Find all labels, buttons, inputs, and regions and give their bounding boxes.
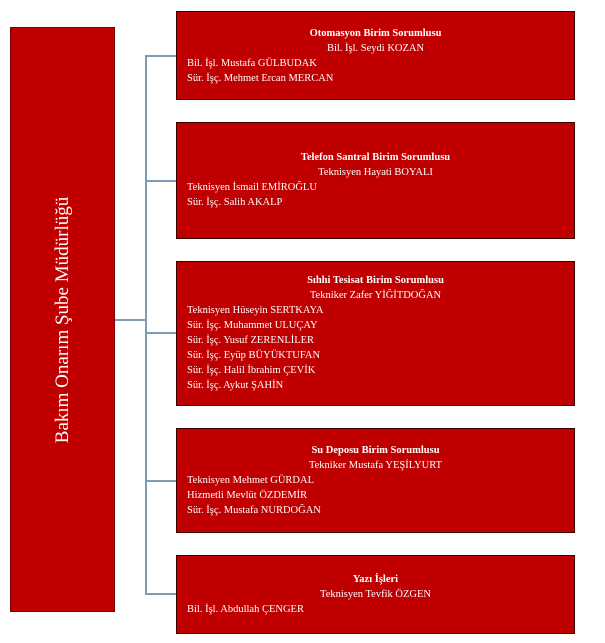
unit-head: Teknisyen Hayati BOYALI bbox=[318, 167, 433, 178]
unit-member: Sür. İşç. Eyüp BÜYÜKTUFAN bbox=[187, 350, 321, 361]
unit-head: Teknisyen Tevfik ÖZGEN bbox=[320, 589, 431, 600]
unit-member: Teknisyen İsmail EMİROĞLU bbox=[187, 182, 317, 193]
unit-title: Telefon Santral Birim Sorumlusu bbox=[300, 152, 451, 163]
unit-member: Sür. İşç. Mustafa NURDOĞAN bbox=[187, 505, 321, 516]
unit-head: Tekniker Mustafa YEŞİLYURT bbox=[308, 460, 443, 471]
unit-title: Yazı İşleri bbox=[352, 574, 399, 585]
unit-title: Sıhhi Tesisat Birim Sorumlusu bbox=[307, 275, 444, 286]
unit-member: Bil. İşl. Abdullah ÇENGER bbox=[187, 604, 304, 615]
connector bbox=[145, 180, 176, 182]
connector bbox=[145, 332, 176, 334]
unit-head: Tekniker Zafer YİĞİTDOĞAN bbox=[309, 290, 442, 301]
root-title: Bakım Onarım Şube Müdürlüğü bbox=[51, 196, 73, 443]
connector bbox=[145, 55, 176, 57]
unit-member: Sür. İşç. Muhammet ULUÇAY bbox=[187, 320, 318, 331]
connector bbox=[145, 480, 176, 482]
connector bbox=[115, 319, 146, 321]
unit-member: Teknisyen Hüseyin SERTKAYA bbox=[187, 305, 324, 316]
root-node: Bakım Onarım Şube Müdürlüğü bbox=[10, 27, 115, 612]
connector bbox=[145, 593, 176, 595]
unit-title: Su Deposu Birim Sorumlusu bbox=[311, 445, 440, 456]
unit-member: Bil. İşl. Mustafa GÜLBUDAK bbox=[187, 58, 317, 69]
unit-head: Bil. İşl. Seydi KOZAN bbox=[326, 43, 425, 54]
unit-member: Teknisyen Mehmet GÜRDAL bbox=[187, 475, 314, 486]
unit-member: Hizmetli Mevlüt ÖZDEMİR bbox=[187, 490, 308, 501]
connector bbox=[145, 55, 147, 594]
unit-member: Sür. İşç. Halil İbrahim ÇEVİK bbox=[187, 365, 316, 376]
unit-member: Sür. İşç. Salih AKALP bbox=[187, 197, 283, 208]
unit-member: Sür. İşç. Aykut ŞAHİN bbox=[187, 380, 284, 391]
unit-title: Otomasyon Birim Sorumlusu bbox=[309, 28, 442, 39]
unit-member: Sür. İşç. Mehmet Ercan MERCAN bbox=[187, 73, 334, 84]
unit-member: Sür. İşç. Yusuf ZERENLİLER bbox=[187, 335, 315, 346]
